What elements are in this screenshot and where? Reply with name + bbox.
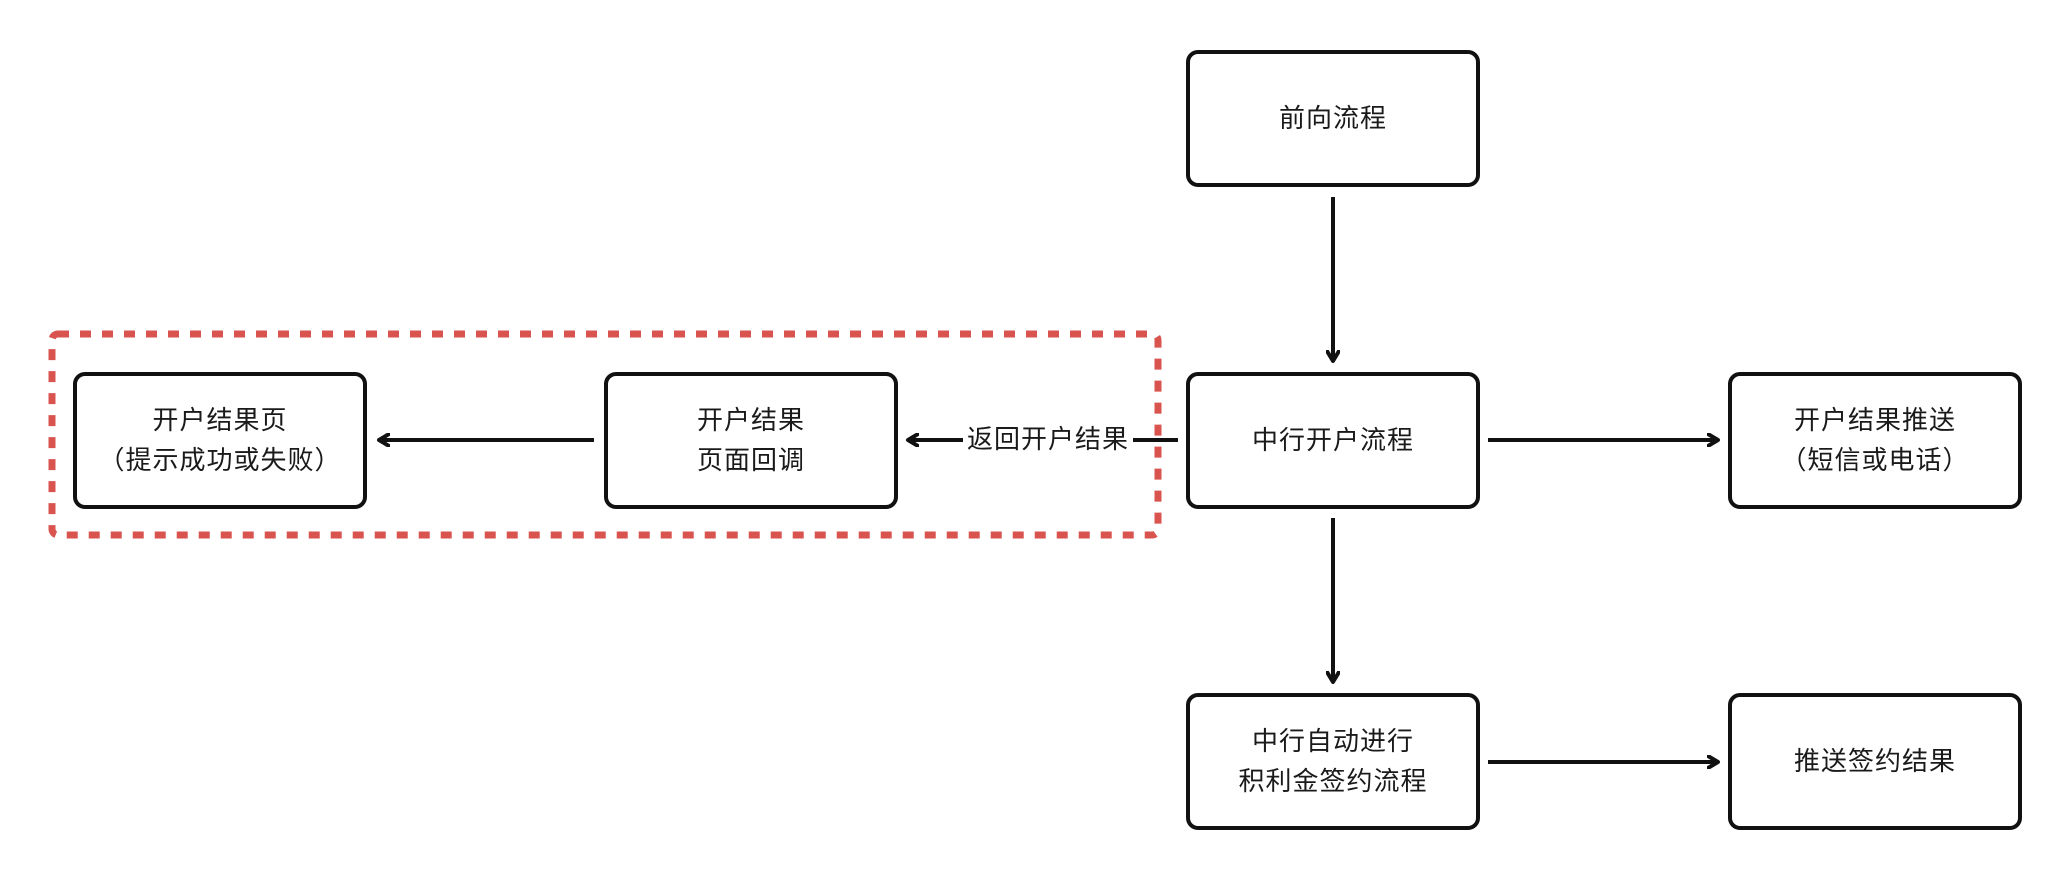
node-account-result-push[interactable]: 开户结果推送 （短信或电话） — [1728, 372, 2022, 509]
node-push-signing-result[interactable]: 推送签约结果 — [1728, 693, 2022, 830]
node-auto-signing[interactable]: 中行自动进行 积利金签约流程 — [1186, 693, 1480, 830]
node-forward-process[interactable]: 前向流程 — [1186, 50, 1480, 187]
node-page-callback[interactable]: 开户结果 页面回调 — [604, 372, 898, 509]
node-label-line: 中行开户流程 — [1251, 425, 1414, 456]
edge-label-return-result: 返回开户结果 — [963, 420, 1134, 460]
node-label-line: 开户结果页 — [152, 405, 288, 436]
node-label-line: （短信或电话） — [1780, 445, 1970, 476]
node-label-line: 前向流程 — [1278, 103, 1387, 134]
node-label-line: 开户结果推送 — [1793, 405, 1956, 436]
node-label-line: 积利金签约流程 — [1238, 766, 1428, 797]
node-label-line: 中行自动进行 — [1251, 726, 1414, 757]
node-label-line: 页面回调 — [696, 445, 805, 476]
node-label-line: 推送签约结果 — [1793, 746, 1956, 777]
highlight-region — [48, 330, 1162, 539]
node-boc-account-process[interactable]: 中行开户流程 — [1186, 372, 1480, 509]
node-label-line: 开户结果 — [696, 405, 805, 436]
node-result-page[interactable]: 开户结果页 （提示成功或失败） — [73, 372, 367, 509]
node-label-line: （提示成功或失败） — [98, 445, 342, 476]
